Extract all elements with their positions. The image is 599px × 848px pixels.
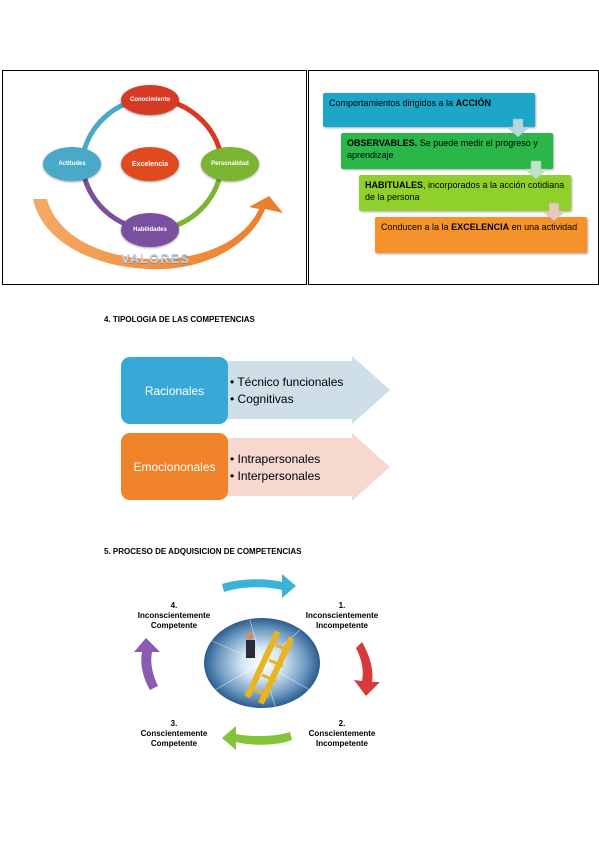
- step-excelencia-text2: en una actividad: [509, 222, 578, 232]
- node-personalidad: Personalidad: [201, 147, 259, 181]
- stage-2-line2: Incompetente: [315, 739, 368, 748]
- stage-2-line1: Conscientemente: [308, 729, 376, 738]
- step-habituales-text: , incorporados a la acción cotidiana de …: [365, 180, 565, 202]
- node-excelencia: Excelencia: [121, 147, 179, 181]
- process-arrow-icon: [222, 574, 296, 598]
- stage-1-line1: Inconscientemente: [305, 611, 379, 620]
- stage-2-number: 2.: [338, 719, 346, 728]
- step-observables-bold: OBSERVABLES.: [347, 138, 418, 148]
- emocionales-arrow: [226, 433, 390, 501]
- stage-1-number: 1.: [338, 601, 346, 610]
- stage-4-label: 4. Inconscientemente Competente: [124, 601, 224, 631]
- emocionales-box: Emociononales: [121, 433, 228, 500]
- racionales-arrow: [226, 356, 390, 424]
- process-arrow-icon: [354, 642, 380, 696]
- stairs-panel: Comportamientos dirigidos a la ACCIÓN OB…: [308, 70, 599, 285]
- emocionales-item-1: • Intrapersonales: [230, 452, 321, 466]
- step-accion-text: Comportamientos dirigidos a la: [329, 98, 456, 108]
- step-habituales-bold: HABITUALES: [365, 180, 423, 190]
- stage-3-line2: Competente: [150, 739, 198, 748]
- values-cycle-panel: Conocimiento Actitudes Excelencia Person…: [2, 70, 307, 285]
- step-excelencia-text: Conducen a la la: [381, 222, 452, 232]
- stage-2-label: 2. Conscientemente Incompetente: [292, 719, 392, 749]
- step-excelencia: Conducen a la la EXCELENCIA en una activ…: [375, 217, 587, 253]
- racionales-box: Racionales: [121, 357, 228, 424]
- racionales-item-1: • Técnico funcionales: [230, 375, 344, 389]
- stage-4-number: 4.: [170, 601, 178, 610]
- racionales-list: • Técnico funcionales • Cognitivas: [230, 374, 343, 408]
- stage-4-line2: Competente: [150, 621, 198, 630]
- step-accion-bold: ACCIÓN: [455, 98, 492, 108]
- emocionales-item-2: • Interpersonales: [230, 469, 321, 483]
- stage-1-line2: Incompetente: [315, 621, 368, 630]
- stage-4-line1: Inconscientemente: [137, 611, 211, 620]
- step-observables-text: Se puede medir el progreso y aprendizaje: [347, 138, 538, 160]
- step-observables: OBSERVABLES. Se puede medir el progreso …: [341, 133, 553, 169]
- step-excelencia-bold: EXCELENCIA: [451, 222, 510, 232]
- cycle-arrow-icon: [33, 196, 283, 270]
- racionales-item-2: • Cognitivas: [230, 392, 294, 406]
- process-arrow-icon: [222, 726, 292, 750]
- step-accion: Comportamientos dirigidos a la ACCIÓN: [323, 93, 535, 127]
- node-habilidades: Habilidades: [121, 213, 179, 247]
- stage-3-label: 3. Conscientemente Competente: [124, 719, 224, 749]
- stage-1-label: 1. Inconscientemente Incompetente: [292, 601, 392, 631]
- stage-3-number: 3.: [170, 719, 178, 728]
- step-habituales: HABITUALES, incorporados a la acción cot…: [359, 175, 571, 211]
- node-conocimiento: Conocimiento: [121, 85, 179, 115]
- valores-banner: VALORES: [121, 251, 190, 266]
- stage-3-line1: Conscientemente: [140, 729, 208, 738]
- emocionales-list: • Intrapersonales • Interpersonales: [230, 451, 320, 485]
- node-actitudes: Actitudes: [43, 147, 101, 181]
- section-4-heading: 4. TIPOLOGIA DE LAS COMPETENCIAS: [104, 315, 255, 324]
- process-arrow-icon: [134, 638, 160, 690]
- section-5-heading: 5. PROCESO DE ADQUISICION DE COMPETENCIA…: [104, 547, 302, 556]
